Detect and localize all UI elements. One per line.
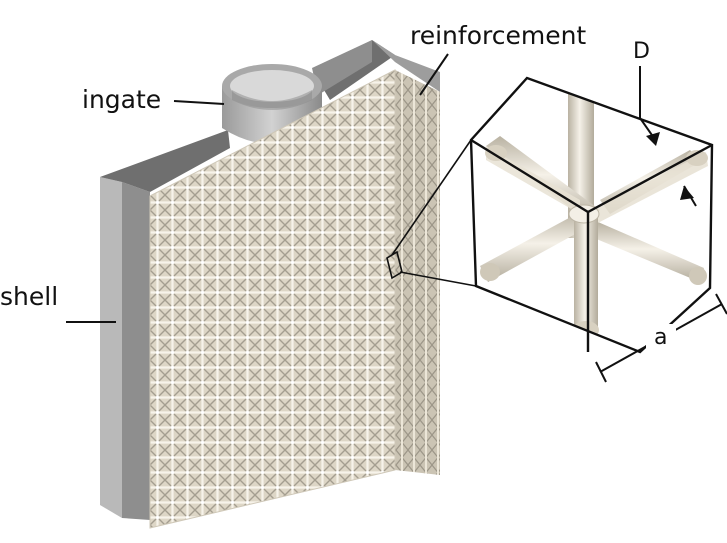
zoom-line-bottom [399,271,477,287]
lattice-side-face [395,70,440,475]
lattice-front-face [150,70,395,528]
reinforcement-label: reinforcement [410,21,586,50]
shell-front-face [122,182,150,520]
dimension-bar-icon: a [595,293,727,383]
ingate-opening [230,70,314,102]
shell-top-face [100,130,230,192]
unit-cell [469,76,714,354]
diameter-label: D [633,39,650,64]
shell-side-face [100,177,122,518]
ingate-leader [173,100,225,105]
arrow-icon [646,132,660,146]
shell-back-strip [372,40,440,92]
zoom-line-top [391,139,472,256]
cell-size-label: a [654,325,667,350]
shell [100,40,440,520]
reinforcement-lattice [149,69,440,529]
diameter-leader [639,66,655,139]
reinforcement-leader [419,53,449,96]
shell-riser-front [312,40,372,95]
diameter-indicator: D [633,39,697,207]
shell-label: shell [0,282,58,311]
ingate-label: ingate [82,85,161,114]
unit-cell-outline [469,76,714,354]
